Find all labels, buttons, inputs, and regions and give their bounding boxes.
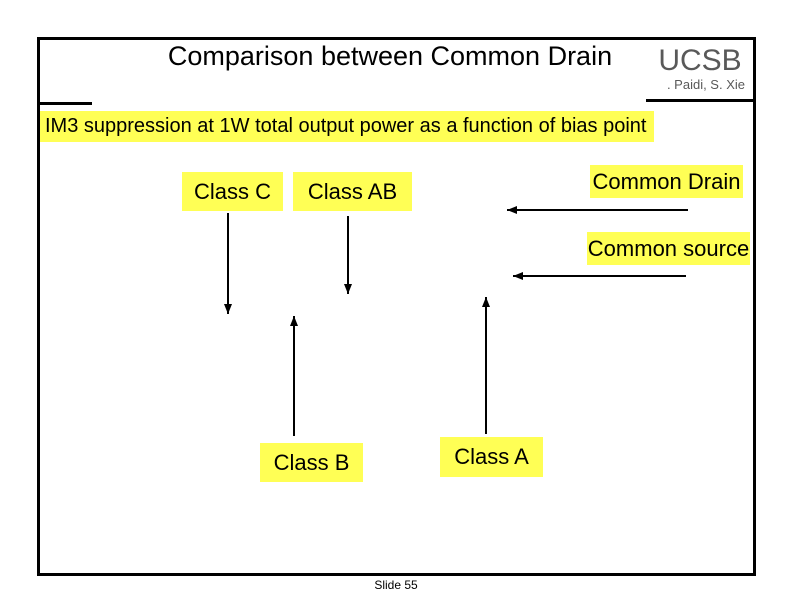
ucsb-logo: UCSB xyxy=(658,44,742,77)
label-class-b: Class B xyxy=(260,443,363,482)
label-class-ab: Class AB xyxy=(293,172,412,211)
author-byline: . Paidi, S. Xie xyxy=(666,77,745,92)
left-accent-line xyxy=(37,102,92,105)
label-class-c: Class C xyxy=(182,172,283,211)
label-common-source: Common source xyxy=(587,232,750,265)
label-class-a: Class A xyxy=(440,437,543,477)
slide-frame xyxy=(37,37,756,576)
subtitle-banner: IM3 suppression at 1W total output power… xyxy=(40,111,654,142)
slide-number: Slide 55 xyxy=(374,578,418,592)
slide-title: Comparison between Common Drain xyxy=(167,41,613,71)
logo-underline xyxy=(646,99,756,102)
label-common-drain: Common Drain xyxy=(590,165,743,198)
